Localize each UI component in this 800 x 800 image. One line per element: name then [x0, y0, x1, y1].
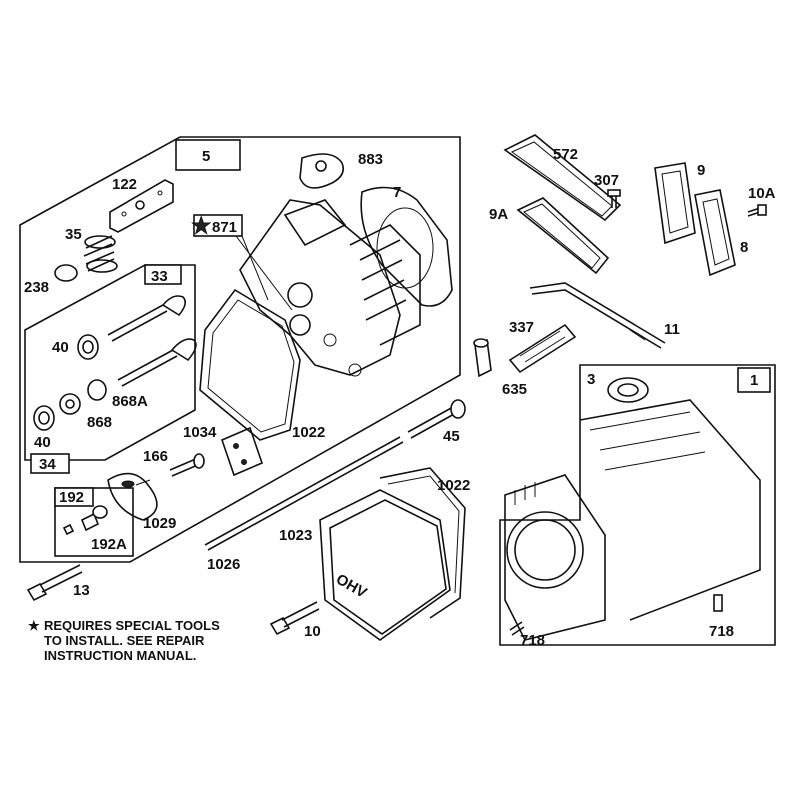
part-122-bracket	[109, 179, 174, 233]
part-1034-plate	[221, 426, 263, 477]
label-10: 10	[304, 623, 321, 640]
part-valve-lower	[117, 338, 197, 387]
label-1026: 1026	[207, 556, 240, 573]
label-1023: 1023	[279, 527, 312, 544]
label-1: 1	[750, 372, 758, 389]
part-8-cover	[694, 189, 736, 277]
label-11: 11	[664, 321, 680, 338]
callout-box-5	[175, 139, 241, 171]
head-assembly-frame	[19, 136, 461, 563]
breather-subassembly-frame	[54, 487, 134, 557]
callout-box-33	[144, 264, 182, 285]
leader-1029	[135, 479, 151, 486]
label-45: 45	[443, 428, 460, 445]
special-tools-note-text: REQUIRES SPECIAL TOOLS TO INSTALL. SEE R…	[44, 618, 220, 663]
label-5: 5	[202, 148, 210, 165]
label-9A: 9A	[489, 206, 508, 223]
part-3-seal	[607, 377, 649, 403]
label-1034: 1034	[183, 424, 217, 441]
label-871: 871	[212, 219, 237, 236]
label-34: 34	[39, 456, 56, 473]
part-35-spring	[83, 235, 118, 273]
label-33: 33	[151, 268, 168, 285]
part-cylinder-head	[239, 199, 421, 377]
part-868A-washer	[87, 379, 107, 401]
crankcase-frame	[499, 364, 776, 646]
label-35: 35	[65, 226, 82, 243]
part-883-gasket	[299, 153, 345, 189]
leader-871a	[241, 235, 269, 301]
part-166-stud	[169, 453, 205, 477]
label-3: 3	[587, 371, 595, 388]
part-7-gasket	[360, 186, 453, 307]
label-9: 9	[697, 162, 705, 179]
label-192: 192	[59, 489, 84, 506]
part-9A-gasket	[516, 197, 610, 275]
part-11-tube	[529, 282, 666, 349]
callout-box-192	[54, 487, 94, 507]
label-10A: 10A	[748, 185, 776, 202]
label-40-upper: 40	[52, 339, 69, 356]
label-883: 883	[358, 151, 383, 168]
leader-11	[629, 329, 646, 341]
label-40-lower: 40	[34, 434, 51, 451]
label-868: 868	[87, 414, 112, 431]
part-13-bolt	[26, 564, 83, 602]
part-718-pin-left	[509, 621, 525, 636]
label-13: 13	[73, 582, 90, 599]
callout-box-1	[737, 367, 771, 393]
label-238: 238	[24, 279, 49, 296]
part-635-fitting	[473, 338, 492, 378]
part-1022-gasket-right	[379, 467, 466, 619]
part-10-bolt	[269, 601, 320, 636]
part-40-seal-lower	[33, 405, 55, 431]
label-122: 122	[112, 176, 137, 193]
label-868A: 868A	[112, 393, 148, 410]
part-192A-fitting	[62, 505, 108, 536]
label-7: 7	[393, 184, 401, 201]
part-9-gasket	[654, 162, 696, 245]
part-307-screw	[607, 189, 621, 208]
callout-box-34	[30, 453, 70, 474]
label-1029: 1029	[143, 515, 176, 532]
label-718-right: 718	[709, 623, 734, 640]
star-icon: ★	[28, 618, 40, 633]
part-10A-screw	[747, 204, 767, 217]
part-45-pushrod	[407, 399, 466, 439]
star-icon	[191, 214, 212, 235]
part-40-seal-upper	[77, 334, 99, 360]
part-337-spark-plug	[508, 323, 577, 374]
leader-871b	[235, 235, 293, 311]
part-238-cap	[54, 264, 78, 282]
part-868-retainer	[59, 393, 81, 415]
part-1026-pushrod	[204, 436, 404, 551]
label-635: 635	[502, 381, 527, 398]
label-8: 8	[740, 239, 748, 256]
label-718-left: 718	[520, 632, 545, 649]
label-307: 307	[594, 172, 619, 189]
part-valve-upper	[107, 295, 187, 342]
label-337: 337	[509, 319, 534, 336]
label-572: 572	[553, 146, 578, 163]
cover-marking: OHV	[333, 571, 370, 602]
part-1029-rocker	[107, 472, 158, 521]
part-718-pin-right	[713, 594, 723, 612]
label-166: 166	[143, 448, 168, 465]
part-crankcase-block	[504, 399, 761, 641]
label-192A: 192A	[91, 536, 127, 553]
label-1022-right: 1022	[437, 477, 470, 494]
part-1022-gasket-left	[199, 288, 301, 441]
label-1022-left: 1022	[292, 424, 325, 441]
